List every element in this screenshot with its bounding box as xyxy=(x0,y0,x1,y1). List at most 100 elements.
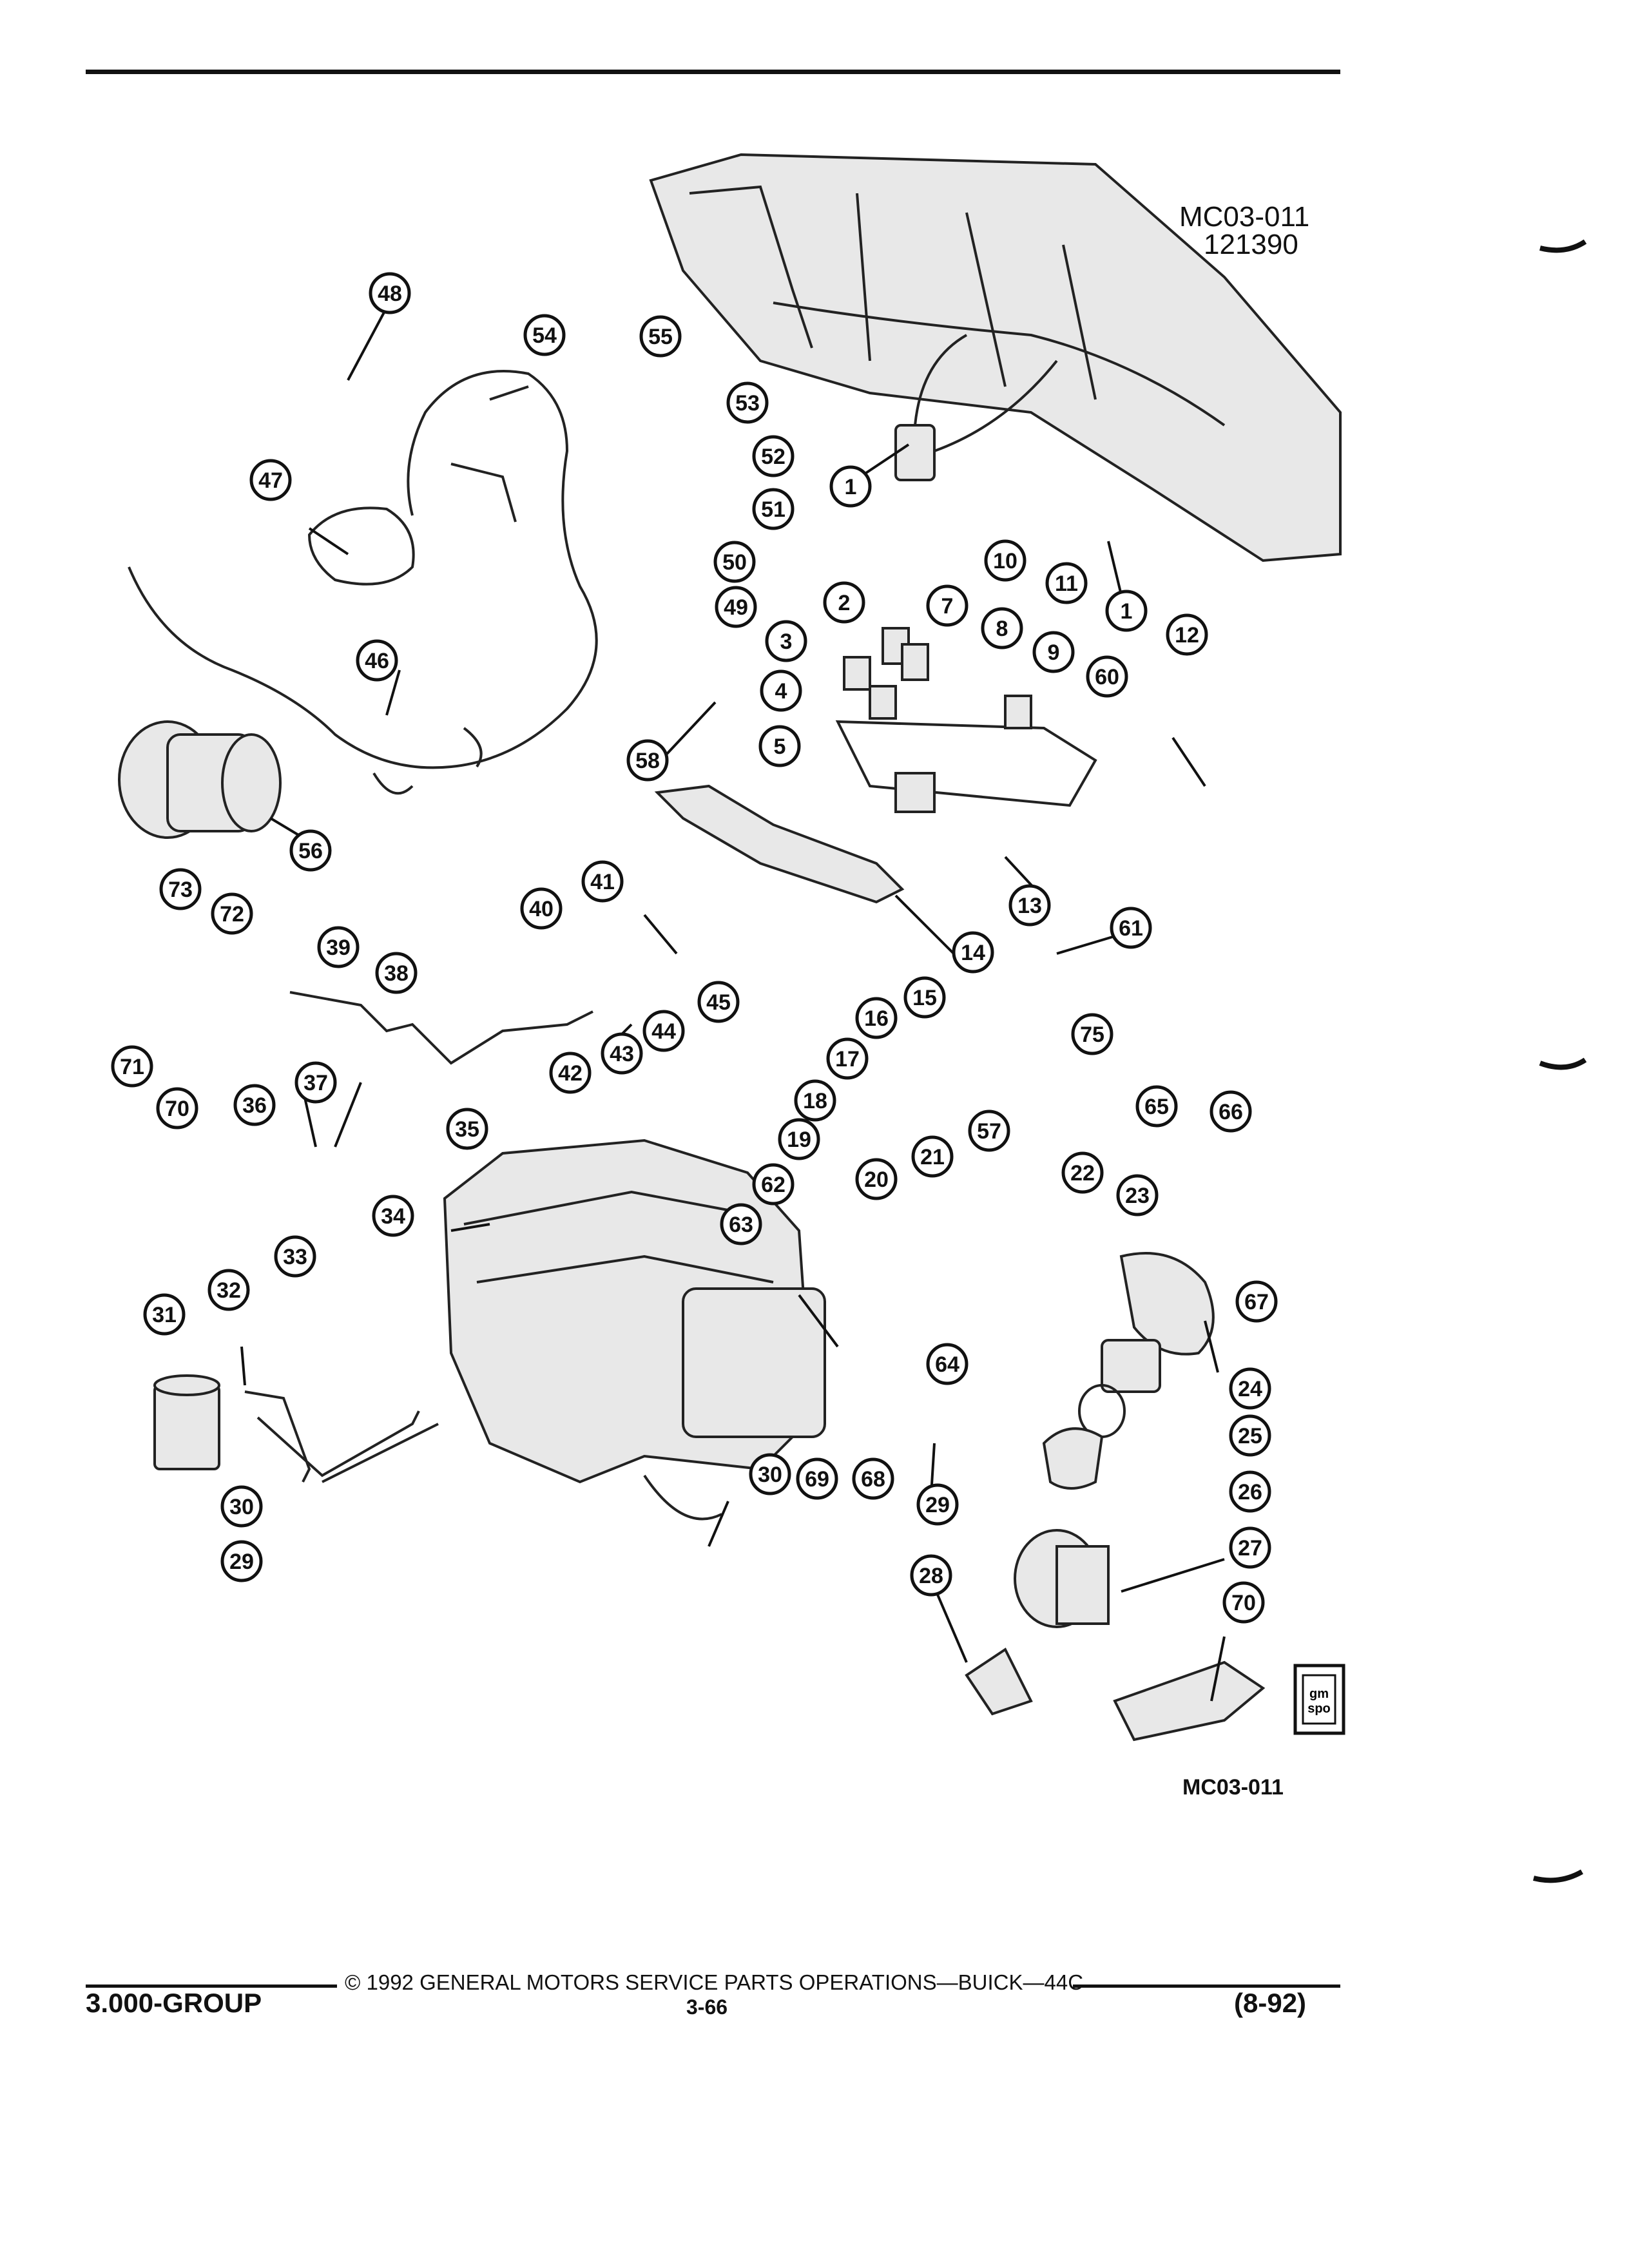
callout-52: 51 xyxy=(752,488,795,530)
svg-text:26: 26 xyxy=(1238,1480,1262,1504)
svg-text:18: 18 xyxy=(803,1089,827,1113)
callout-24: 25 xyxy=(1229,1414,1271,1457)
svg-text:29: 29 xyxy=(925,1493,950,1517)
callout-28: 29 xyxy=(916,1483,959,1526)
svg-text:15: 15 xyxy=(912,986,937,1010)
footer-group: 3.000-GROUP xyxy=(86,1988,262,2018)
callout-3: 3 xyxy=(765,620,807,662)
callout-69: 69 xyxy=(796,1457,838,1500)
svg-text:68: 68 xyxy=(861,1467,885,1492)
callout-16: 17 xyxy=(826,1037,869,1080)
svg-text:1: 1 xyxy=(845,475,857,499)
callout-66: 66 xyxy=(1210,1090,1252,1133)
svg-text:gm: gm xyxy=(1309,1687,1329,1701)
svg-text:40: 40 xyxy=(529,897,554,921)
binder-mark xyxy=(1539,1057,1587,1070)
vacuum-pipe xyxy=(244,1390,439,1483)
svg-text:75: 75 xyxy=(1080,1023,1104,1047)
callout-74: 73 xyxy=(159,868,202,910)
callout-68: 68 xyxy=(852,1457,894,1500)
gm-spo-logo: gm spo xyxy=(1293,1664,1345,1735)
callout-50: 49 xyxy=(715,586,757,628)
callout-6: 7 xyxy=(926,584,969,627)
svg-text:25: 25 xyxy=(1238,1424,1262,1448)
svg-text:23: 23 xyxy=(1125,1184,1150,1208)
callout-33: 32 xyxy=(207,1269,250,1311)
svg-text:4: 4 xyxy=(775,679,787,704)
callout-5: 5 xyxy=(758,725,801,767)
callout-7: 8 xyxy=(981,607,1023,649)
callout-49: 48 xyxy=(369,272,411,314)
svg-text:11: 11 xyxy=(1055,572,1078,596)
svg-text:13: 13 xyxy=(1017,894,1042,918)
callout-9: 10 xyxy=(984,539,1027,582)
svg-text:16: 16 xyxy=(864,1006,889,1031)
svg-text:17: 17 xyxy=(835,1047,860,1072)
svg-text:60: 60 xyxy=(1095,665,1119,689)
svg-text:69: 69 xyxy=(805,1467,829,1492)
svg-text:41: 41 xyxy=(590,870,615,894)
svg-text:58: 58 xyxy=(635,749,660,773)
callout-60: 60 xyxy=(1086,655,1128,698)
footer-rule-right xyxy=(1073,1984,1340,1988)
svg-text:2: 2 xyxy=(838,591,851,615)
svg-text:29: 29 xyxy=(229,1550,254,1574)
callout-2: 2 xyxy=(823,581,865,624)
svg-text:62: 62 xyxy=(761,1173,786,1197)
callout-71: 70 xyxy=(156,1087,198,1129)
callout-73: 72 xyxy=(211,892,253,935)
svg-text:71: 71 xyxy=(120,1055,144,1079)
svg-text:44: 44 xyxy=(651,1019,676,1044)
callout-26: 27 xyxy=(1229,1526,1271,1569)
footer-copyright: © 1992 GENERAL MOTORS SERVICE PARTS OPER… xyxy=(345,1970,1084,1994)
callout-14: 15 xyxy=(903,976,946,1019)
callout-1b: 1 xyxy=(1105,590,1148,632)
relay-center xyxy=(835,627,1097,813)
support-bracket xyxy=(654,784,905,904)
air-intake-assembly xyxy=(965,1252,1266,1742)
callout-36: 35 xyxy=(446,1108,488,1150)
ac-line xyxy=(289,991,593,1065)
callout-62: 62 xyxy=(752,1163,795,1206)
svg-text:63: 63 xyxy=(729,1213,753,1237)
callout-40: 39 xyxy=(317,926,360,968)
callout-23: 24 xyxy=(1229,1367,1271,1410)
callout-41: 40 xyxy=(520,887,563,930)
callout-42: 41 xyxy=(581,860,624,903)
svg-text:70: 70 xyxy=(1231,1591,1256,1615)
callout-61: 61 xyxy=(1110,907,1152,949)
svg-text:20: 20 xyxy=(864,1168,889,1192)
callout-35: 34 xyxy=(372,1195,414,1237)
svg-text:45: 45 xyxy=(706,990,731,1015)
svg-text:65: 65 xyxy=(1144,1095,1169,1119)
svg-text:48: 48 xyxy=(378,282,402,306)
callout-37: 36 xyxy=(233,1084,276,1126)
svg-text:51: 51 xyxy=(761,497,786,522)
svg-text:32: 32 xyxy=(217,1278,241,1303)
svg-text:46: 46 xyxy=(365,649,389,673)
callout-51: 50 xyxy=(713,541,756,583)
svg-text:9: 9 xyxy=(1048,640,1060,665)
callout-63: 63 xyxy=(720,1203,762,1245)
svg-text:66: 66 xyxy=(1219,1100,1243,1124)
callout-21: 22 xyxy=(1061,1151,1104,1194)
svg-text:73: 73 xyxy=(168,878,193,902)
engine-block xyxy=(443,1139,826,1521)
svg-text:21: 21 xyxy=(920,1145,945,1169)
svg-text:43: 43 xyxy=(610,1042,634,1066)
svg-text:30: 30 xyxy=(229,1495,254,1519)
svg-text:33: 33 xyxy=(283,1245,307,1269)
callout-47: 46 xyxy=(356,639,398,682)
svg-text:42: 42 xyxy=(558,1061,583,1086)
svg-text:34: 34 xyxy=(381,1204,405,1229)
svg-text:35: 35 xyxy=(455,1117,479,1142)
callout-10: 11 xyxy=(1045,562,1088,604)
callout-48: 47 xyxy=(249,459,292,501)
callout-75: 75 xyxy=(1071,1013,1113,1055)
callout-38: 37 xyxy=(294,1061,337,1104)
ac-compressor xyxy=(118,720,282,839)
svg-text:37: 37 xyxy=(304,1071,328,1095)
top-rule xyxy=(86,70,1340,74)
svg-text:36: 36 xyxy=(242,1093,267,1118)
svg-text:47: 47 xyxy=(258,468,283,493)
